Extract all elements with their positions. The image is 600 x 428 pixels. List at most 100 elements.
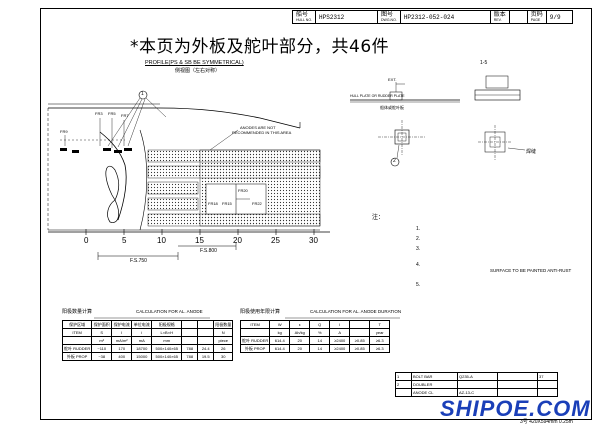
note-3: 3. xyxy=(416,246,421,252)
calc-left-cell: 170 xyxy=(111,344,133,353)
calc-right-cell: 614.4 xyxy=(269,336,291,345)
frame-label-fr20: FR20 xyxy=(238,188,248,193)
calc-left-cell: 外板 PROP xyxy=(61,352,93,361)
calc-left-cell: 500×140×65 xyxy=(151,352,183,361)
tb-cell: 2 xyxy=(395,380,412,389)
calc-left-unit xyxy=(197,336,215,345)
calc-right-unit: % xyxy=(309,328,331,337)
calc-right-hdr-en xyxy=(349,320,371,329)
hull-plate-label: HULL PLATE OR RUDDER PLATE xyxy=(350,94,405,98)
calc-right-cell: 20 xyxy=(289,344,311,353)
calc-right-title-en: CALCULATION FOR AL. ANODE DURATION xyxy=(310,309,402,314)
calc-left-hdr: 单位电流 xyxy=(131,320,153,329)
tb-cell xyxy=(537,380,558,389)
calc-right-cell: ≥0.85 xyxy=(349,344,371,353)
calc-left-table: 保护区域 保护面积 保护电流 单位电流 阳极规格 阳极数量 ITEM S I i… xyxy=(61,320,234,361)
sheet-border xyxy=(40,8,592,420)
calc-right-title-cn: 阳极使用年限计算 xyxy=(240,309,281,315)
axis-tick-5: 5 xyxy=(122,236,127,245)
calc-right-cell: ≥6.3 xyxy=(369,344,391,353)
tb-cell xyxy=(457,380,498,389)
axis-tick-10: 10 xyxy=(157,236,166,245)
calc-left-cell: 15000 xyxy=(131,352,153,361)
calc-right-unit xyxy=(349,328,371,337)
profile-subtitle: 侧视图（左右对称） xyxy=(175,68,221,74)
frame-label-fr3: FR3 xyxy=(95,111,103,116)
calc-left-cell: 19.5 xyxy=(197,352,215,361)
anode-note-line2: RECOMMENDED IN THIS AREA xyxy=(232,130,292,135)
calc-left-cell: 舵叶 RUDDER xyxy=(61,344,93,353)
axis-tick-0: 0 xyxy=(84,236,89,245)
tb-cell xyxy=(395,388,412,397)
calc-left-cell: 26 xyxy=(213,344,234,353)
tb-cell xyxy=(537,388,558,397)
axis-tick-25: 25 xyxy=(271,236,280,245)
note-1: 1. xyxy=(416,226,421,232)
calc-right-cell: ≥0.85 xyxy=(349,336,371,345)
calc-left-unit: mA/m² xyxy=(111,336,133,345)
calc-right-cell: 14 xyxy=(309,336,331,345)
frame-label-fr18: FR18 xyxy=(208,201,218,206)
calc-left-hdr-en: N xyxy=(213,328,234,337)
note-4: 4. xyxy=(416,262,421,268)
profile-title: PROFILE(PS & SB BE SYMMETRICAL) xyxy=(145,60,244,66)
calc-left-cell: 18700 xyxy=(131,344,153,353)
calc-left-hdr xyxy=(197,320,215,329)
notes-heading: 注： xyxy=(372,214,385,221)
calc-left-unit: mm xyxy=(151,336,183,345)
calc-right-cell: 20 xyxy=(289,336,311,345)
calc-left-hdr-en: ITEM xyxy=(61,328,93,337)
tb-cell: 1 xyxy=(395,372,412,381)
calc-left-cell: ~110 xyxy=(91,344,113,353)
calc-left-title-cn: 阳极数量计算 xyxy=(62,309,93,315)
calc-right-table: ITEM W ε Q I T kg Ah/kg % A year 舵叶 RUDD… xyxy=(239,320,391,353)
calc-right-unit: kg xyxy=(269,328,291,337)
calc-right-hdr-en: ITEM xyxy=(239,320,271,329)
calc-left-hdr: 阳极规格 xyxy=(151,320,183,329)
calc-left-cell: 400 xyxy=(111,352,133,361)
calc-left-cell: 30 xyxy=(213,352,234,361)
calc-left-unit: m² xyxy=(91,336,113,345)
calc-left-cell: 788 xyxy=(181,344,199,353)
fs-left-label: F.S.750 xyxy=(130,258,147,264)
hull-plate-cn-label: 船体或舵叶板 xyxy=(380,105,404,110)
fs-right-label: F.S.800 xyxy=(200,248,217,254)
ext-label: EXT. xyxy=(388,77,397,82)
tb-cell: 37 xyxy=(537,372,558,381)
surface-note: SURFACE TO BE PAINTED ANTI-RUST xyxy=(490,268,572,273)
calc-right-unit: A xyxy=(329,328,351,337)
tb-cell xyxy=(497,372,538,381)
marker-2-label: 2 xyxy=(393,158,396,164)
page-value: 9/9 xyxy=(545,10,573,24)
calc-left-hdr-en xyxy=(197,328,215,337)
axis-tick-20: 20 xyxy=(233,236,242,245)
axis-tick-15: 15 xyxy=(195,236,204,245)
calc-right-unit: Ah/kg xyxy=(289,328,311,337)
calc-right-cell: ≥2400 xyxy=(329,336,351,345)
note-2: 2. xyxy=(416,236,421,242)
calc-left-hdr xyxy=(181,320,199,329)
title-block: 1 BOLT BAR Q235-A 37 2 DOUBLER ANODE CL … xyxy=(395,372,558,397)
frame-label-fr7: FR7 xyxy=(121,113,129,118)
calc-right-unit: year xyxy=(369,328,391,337)
calc-left-unit: piece xyxy=(213,336,234,345)
weld-label: 焊缝 xyxy=(526,149,537,155)
anode-note-line1: ANODES ARE NOT xyxy=(240,125,276,130)
calc-right-unit xyxy=(239,328,271,337)
calc-right-hdr-en: ε xyxy=(289,320,311,329)
tb-cell: DOUBLER xyxy=(411,380,458,389)
calc-left-unit xyxy=(181,336,199,345)
note-5: 5. xyxy=(416,282,421,288)
tb-cell: BOLT BAR xyxy=(411,372,458,381)
calc-left-hdr-en: S xyxy=(91,328,113,337)
calc-left-hdr-en: L×B×H xyxy=(151,328,183,337)
watermark-logo: SHIPOE.COM xyxy=(440,396,591,421)
ship-no-value: HPS2312 xyxy=(315,10,379,24)
tb-cell: Q235-A xyxy=(457,372,498,381)
calc-left-cell: 500×140×65 xyxy=(151,344,183,353)
